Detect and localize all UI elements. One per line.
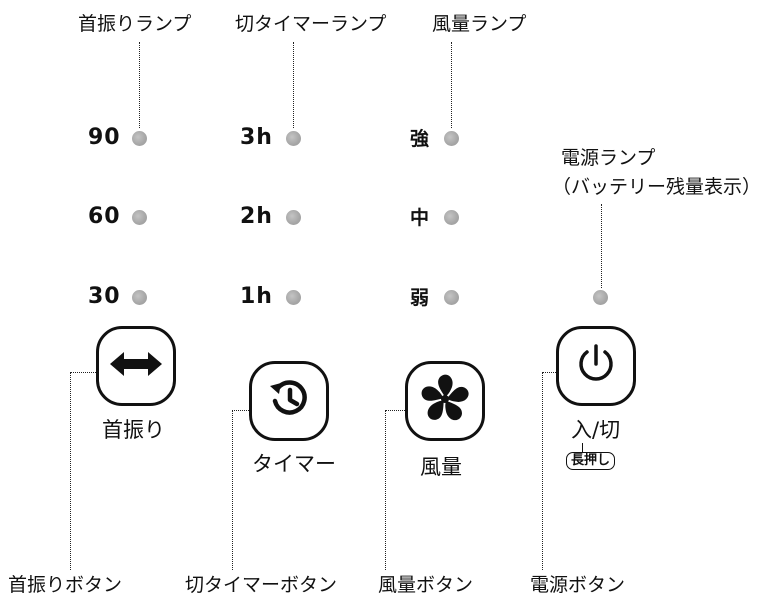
swing-button-leader-h — [70, 372, 96, 373]
wind-level-weak: 弱 — [410, 287, 431, 309]
timer-lamp-leader-line — [293, 42, 294, 128]
wind-lamp-weak — [444, 290, 459, 305]
timer-lamp-3h — [286, 131, 301, 146]
wind-lamp-medium — [444, 210, 459, 225]
power-long-press-badge: 長押し — [566, 452, 616, 470]
swing-button-label: 首振り — [102, 418, 165, 442]
swing-lamp-callout: 首振りランプ — [78, 13, 192, 35]
swing-lamp-30 — [132, 290, 147, 305]
timer-lamp-2h — [286, 210, 301, 225]
wind-level-medium: 中 — [410, 207, 431, 229]
wind-lamp-callout: 風量ランプ — [432, 13, 527, 35]
power-lamp-callout: 電源ランプ — [561, 147, 656, 169]
timer-lamp-1h — [286, 290, 301, 305]
swing-level-30: 30 — [88, 284, 121, 309]
power-lamp-leader-line — [601, 204, 602, 288]
wind-button-label: 風量 — [420, 455, 462, 479]
power-button-leader-h — [542, 372, 556, 373]
timer-button-callout: 切タイマーボタン — [185, 574, 338, 596]
swing-level-90: 90 — [88, 125, 121, 150]
power-icon — [574, 342, 618, 390]
timer-button-label: タイマー — [252, 452, 336, 476]
wind-button-leader-v — [385, 410, 386, 570]
power-lamp-callout-note: （バッテリー残量表示） — [552, 176, 762, 198]
power-note-connector — [582, 443, 583, 452]
swing-button-leader-v — [70, 372, 71, 570]
power-button-leader-v — [542, 372, 543, 570]
wind-button-callout: 風量ボタン — [378, 574, 474, 596]
power-lamp — [593, 290, 608, 305]
clock-history-icon — [265, 375, 313, 427]
wind-button[interactable] — [405, 361, 485, 441]
power-button-callout: 電源ボタン — [530, 574, 626, 596]
timer-level-3h: 3h — [240, 125, 273, 150]
swing-button[interactable] — [96, 326, 176, 406]
swing-lamp-90 — [132, 131, 147, 146]
wind-lamp-strong — [444, 131, 459, 146]
timer-level-2h: 2h — [240, 204, 273, 229]
swing-button-callout: 首振りボタン — [8, 574, 123, 596]
wind-lamp-leader-line — [451, 42, 452, 128]
swing-lamp-leader-line — [139, 42, 140, 128]
swing-level-60: 60 — [88, 204, 121, 229]
swing-lamp-60 — [132, 210, 147, 225]
timer-button-leader-v — [232, 410, 233, 570]
timer-lamp-callout: 切タイマーランプ — [235, 13, 387, 35]
left-right-arrow-icon — [110, 349, 162, 383]
fan-icon — [419, 373, 471, 429]
power-button[interactable] — [556, 326, 636, 406]
power-button-label: 入/切 — [571, 418, 621, 442]
timer-level-1h: 1h — [240, 284, 273, 309]
timer-button[interactable] — [249, 361, 329, 441]
wind-level-strong: 強 — [410, 128, 431, 150]
wind-button-leader-h — [385, 410, 405, 411]
timer-button-leader-h — [232, 410, 249, 411]
